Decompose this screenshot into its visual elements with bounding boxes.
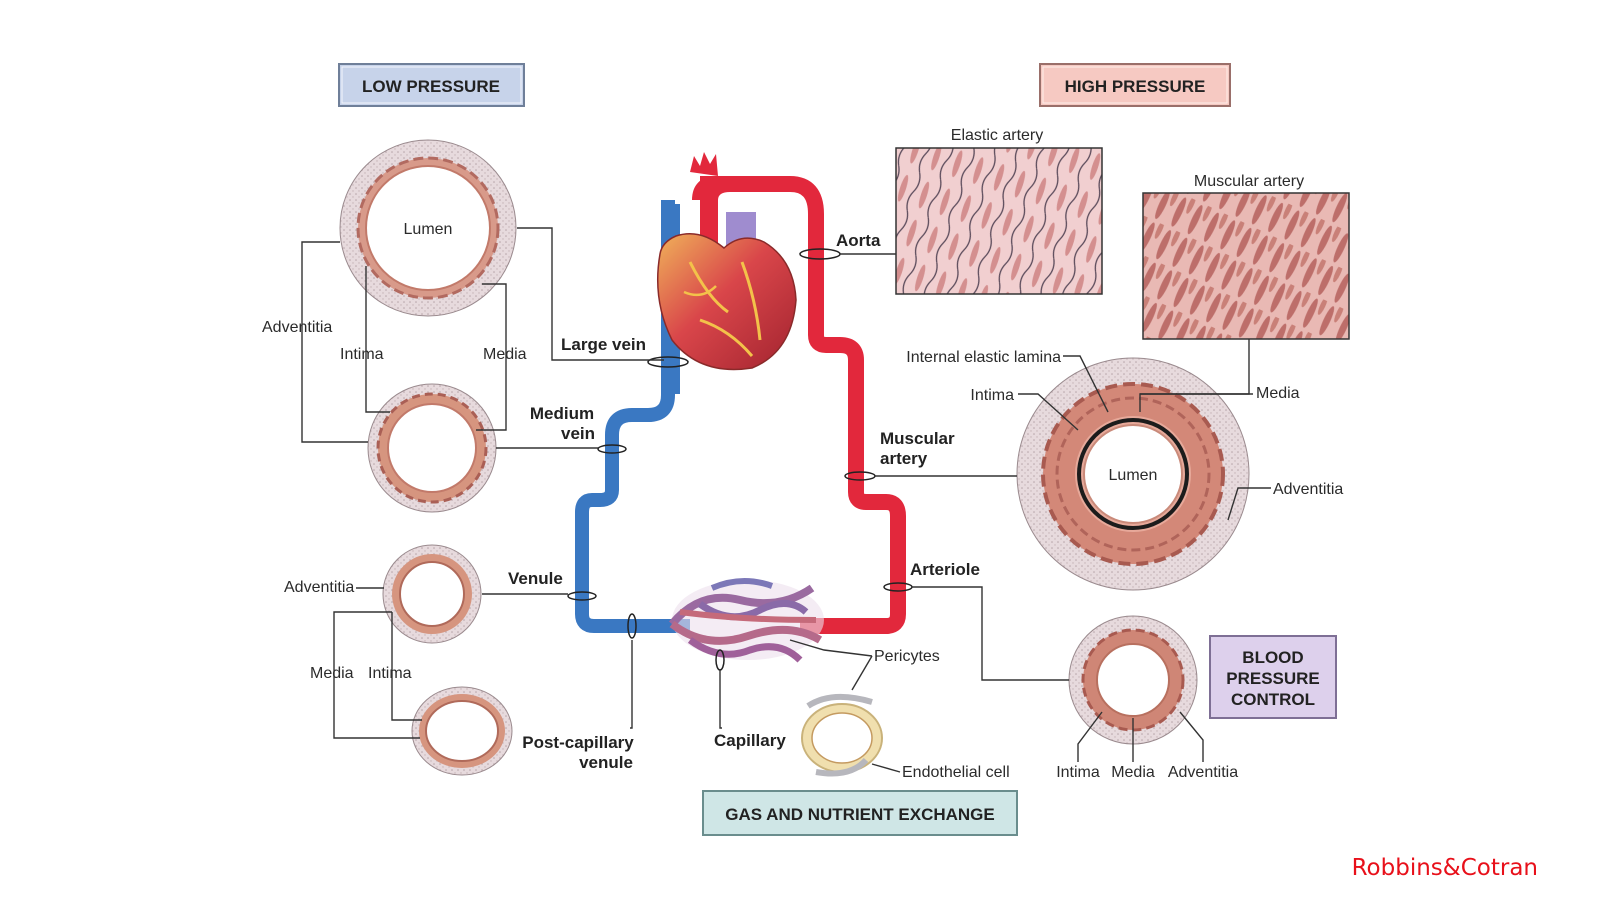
large-vein-lumen-label: Lumen bbox=[404, 221, 453, 238]
elastic-artery-label: Elastic artery bbox=[951, 127, 1043, 144]
venule-adventitia-label: Adventitia bbox=[284, 579, 354, 596]
vein-path bbox=[575, 200, 690, 633]
post-capillary-venule-cross-section bbox=[411, 686, 513, 776]
medium-vein-label-2: vein bbox=[561, 424, 595, 443]
venule-cross-section bbox=[382, 544, 482, 644]
large-vein-media-label: Media bbox=[483, 346, 527, 363]
muscular-artery-inset-label: Muscular artery bbox=[1194, 173, 1304, 190]
high-pressure-label: HIGH PRESSURE bbox=[1065, 77, 1206, 96]
arteriole-intima-label: Intima bbox=[1056, 764, 1100, 781]
capillary-label: Capillary bbox=[714, 731, 786, 750]
venule-label: Venule bbox=[508, 569, 563, 588]
arteriole-media-label: Media bbox=[1111, 764, 1155, 781]
internal-elastic-lamina-label: Internal elastic lamina bbox=[906, 349, 1061, 366]
blood-pressure-control-box: BLOOD PRESSURE CONTROL bbox=[1209, 635, 1337, 719]
muscular-artery-intima-label: Intima bbox=[970, 387, 1014, 404]
aorta-label: Aorta bbox=[836, 231, 881, 250]
artery-path bbox=[692, 176, 906, 634]
endothelial-cell-label: Endothelial cell bbox=[902, 764, 1010, 781]
left-leader-lines bbox=[301, 227, 664, 739]
post-capillary-label-1: Post-capillary bbox=[522, 733, 634, 752]
pericytes-label: Pericytes bbox=[874, 648, 940, 665]
capillary-bed bbox=[668, 578, 824, 663]
bp-control-line-2: PRESSURE bbox=[1226, 669, 1320, 688]
muscular-artery-cross-section: Lumen bbox=[1016, 357, 1250, 591]
muscular-artery-adventitia-label: Adventitia bbox=[1273, 481, 1343, 498]
heart-illustration bbox=[656, 152, 797, 394]
bp-control-line-1: BLOOD bbox=[1242, 648, 1303, 667]
post-capillary-label-2: venule bbox=[579, 753, 633, 772]
muscular-artery-lumen-label: Lumen bbox=[1109, 467, 1158, 484]
gas-exchange-box: GAS AND NUTRIENT EXCHANGE bbox=[702, 790, 1018, 836]
medium-vein-cross-section bbox=[367, 383, 497, 513]
right-leader-lines bbox=[719, 253, 1271, 773]
large-vein-cross-section: Lumen bbox=[339, 139, 517, 317]
muscular-artery-label-1: Muscular bbox=[880, 429, 955, 448]
medium-vein-label-1: Medium bbox=[530, 404, 594, 423]
venule-media-label: Media bbox=[310, 665, 354, 682]
bp-control-line-3: CONTROL bbox=[1231, 690, 1315, 709]
low-pressure-label: LOW PRESSURE bbox=[362, 77, 500, 96]
elastic-artery-inset: Elastic artery bbox=[895, 127, 1103, 295]
large-vein-intima-label: Intima bbox=[340, 346, 384, 363]
arteriole-adventitia-label: Adventitia bbox=[1168, 764, 1238, 781]
capillary-cross-section bbox=[801, 693, 883, 777]
muscular-artery-media-label: Media bbox=[1256, 385, 1300, 402]
arteriole-label: Arteriole bbox=[910, 560, 980, 579]
muscular-artery-label-2: artery bbox=[880, 449, 928, 468]
gas-exchange-label: GAS AND NUTRIENT EXCHANGE bbox=[725, 805, 995, 824]
venule-intima-label: Intima bbox=[368, 665, 412, 682]
large-vein-adventitia-label: Adventitia bbox=[262, 319, 332, 336]
muscular-artery-inset: Muscular artery bbox=[1142, 173, 1350, 340]
low-pressure-box: LOW PRESSURE bbox=[338, 63, 525, 107]
high-pressure-box: HIGH PRESSURE bbox=[1039, 63, 1231, 107]
arteriole-cross-section bbox=[1068, 615, 1198, 745]
source-credit: Robbins&Cotran bbox=[1351, 855, 1538, 881]
large-vein-label: Large vein bbox=[561, 335, 646, 354]
